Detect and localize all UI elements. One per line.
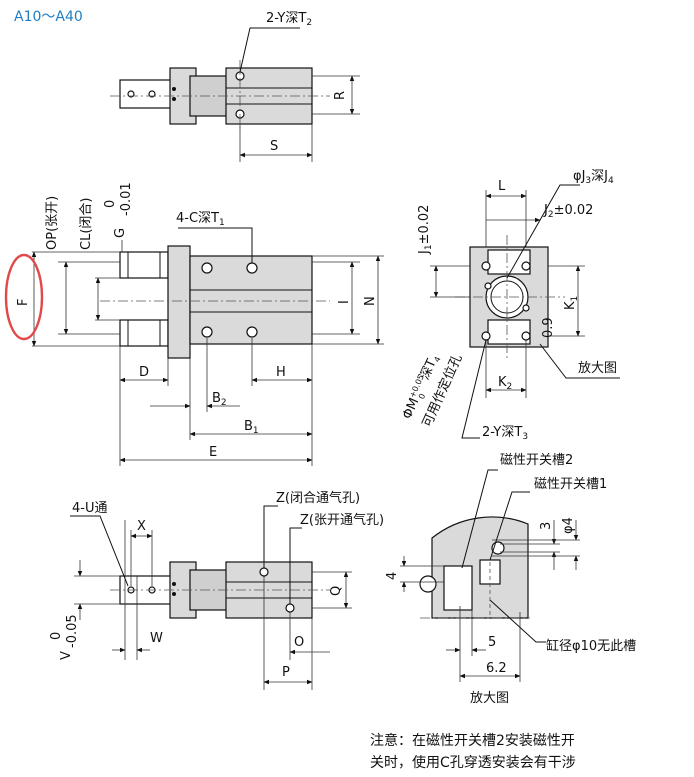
main-view [4,227,384,466]
highlight-ellipse [4,253,44,341]
top-view [110,27,360,162]
dim-E: E [209,445,217,460]
upper-finger [119,251,169,279]
top-finger-hole [148,90,156,98]
side-tap-hole [201,262,213,274]
note-block: 注意：在磁性开关槽2安装磁性开 关时，使用C孔穿透安装会有干涉 [370,730,680,774]
detail-slot2 [443,565,473,611]
vent-open-label: Z(张开通气孔) [300,512,384,528]
dim-phi4: φ4 [561,517,576,534]
dim-F: F [16,299,31,306]
dim-V: V [59,651,74,660]
vent-hole-close [259,567,269,577]
dim-H: H [276,365,286,380]
dim-X: X [137,519,146,534]
dim-4: 4 [385,572,400,580]
side-tap-hole [246,326,258,338]
front-hole [521,261,531,271]
dim-tol-09: 0.9 [541,317,556,338]
note-line-1: 注意：在磁性开关槽2安装磁性开 [370,733,575,749]
dim-5: 5 [488,635,496,650]
dim-G-tol-upper: 0 [103,200,118,208]
dim-OP: OP(张开) [45,196,60,250]
dim-S: S [270,139,278,154]
side-tap-hole [201,326,213,338]
front-hole [521,331,531,341]
dim-W: W [150,631,163,646]
dim-V-tol-upper: 0 [49,632,64,640]
side-tap-hole [246,262,258,274]
vent-close-label: Z(闭合通气孔) [276,490,360,506]
dim-K2: K2 [498,375,512,392]
dim-P: P [282,665,290,680]
front-tap-label: 2-Y深T3 [482,425,528,442]
side-tap-label: 4-C深T1 [176,211,225,228]
dim-62: 6.2 [486,661,507,676]
dim-N: N [363,296,378,306]
no-slot-note: 缸径φ10无此槽 [546,638,636,654]
dim-Q: Q [329,586,344,596]
dim-J2: J2±0.02 [543,203,593,220]
front-hole [481,261,491,271]
dim-K1: K1 [563,296,580,310]
vent-hole-open [285,603,295,613]
dim-V-tol-lower: -0.05 [65,614,80,648]
dim-B1: B1 [244,419,259,436]
front-top-slot [487,249,531,275]
slot1-label: 磁性开关槽1 [534,477,607,492]
dim-D: D [139,365,149,380]
dim-J3J4: φJ3深J4 [573,169,614,186]
dim-R: R [333,91,348,100]
enlarge-label-1: 放大图 [578,361,617,376]
front-bottom-slot [487,319,531,345]
enlarged-detail [400,469,580,682]
dim-B2: B2 [212,391,227,408]
top-finger-hole [127,90,135,98]
dim-O: O [294,635,304,650]
dim-J1: J1±0.02 [417,205,434,255]
dim-3: 3 [539,522,554,530]
bottom-view [70,505,352,690]
jaw-plate [167,245,191,359]
dim-I: I [337,300,352,304]
dim-L: L [498,179,506,194]
dim-G: G [113,228,128,238]
front-hole [481,331,491,341]
dim-G-tol-lower: -0.01 [119,182,134,216]
slot2-label: 磁性开关槽2 [500,453,573,468]
lower-finger [119,319,169,347]
dim-CL: CL(闭合) [79,198,94,250]
enlarge-label-2: 放大图 [470,691,509,706]
drawing-title: A10～A40 [14,9,83,25]
front-view [430,184,620,439]
through-hole-label: 4-U通 [72,501,107,516]
top-tap-label: 2-Y深T2 [266,11,312,28]
note-line-2: 关时，使用C孔穿透安装会有干涉 [370,755,576,771]
